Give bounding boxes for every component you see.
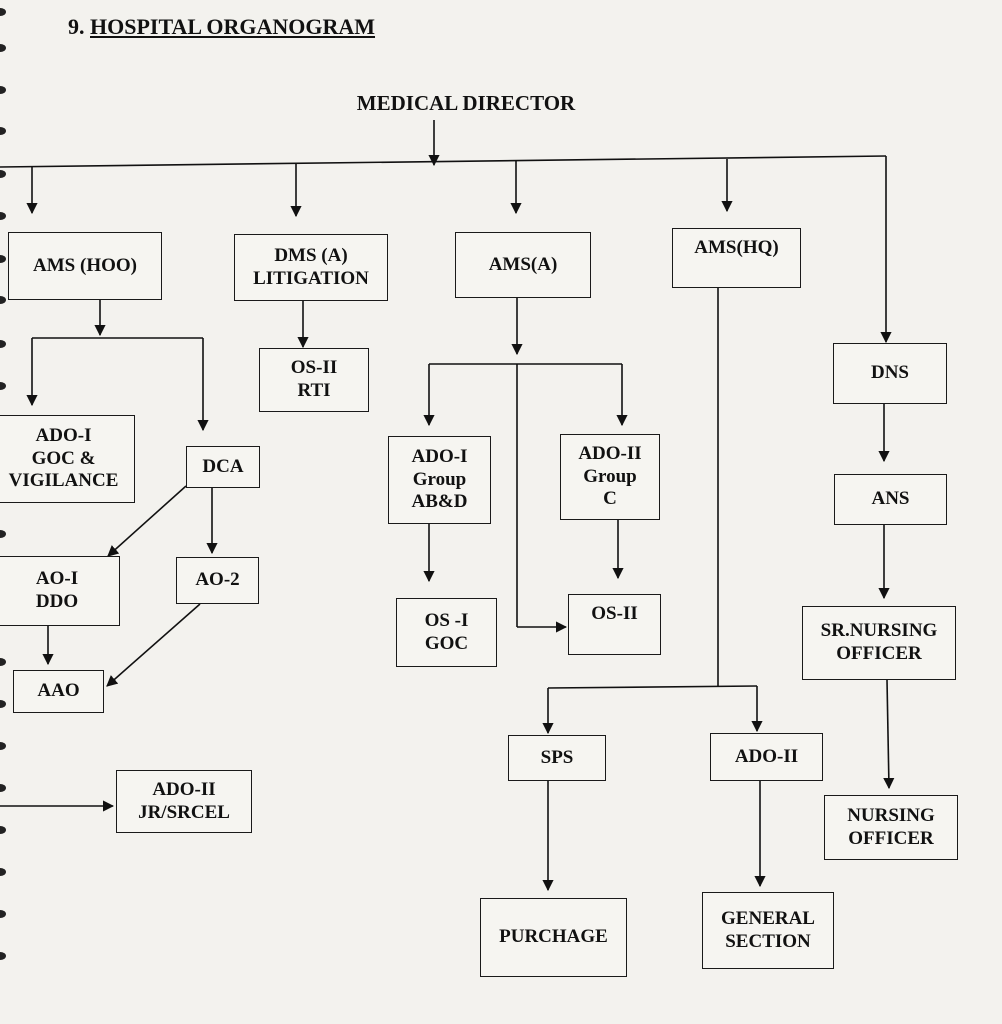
- node-ado2-jr-srcel: ADO-II JR/SRCEL: [116, 770, 252, 833]
- node-ams-hq: AMS(HQ): [672, 228, 801, 288]
- node-ans: ANS: [834, 474, 947, 525]
- node-general-section: GENERAL SECTION: [702, 892, 834, 969]
- node-ao2: AO-2: [176, 557, 259, 604]
- node-ams-a: AMS(A): [455, 232, 591, 298]
- node-dms-a-litigation: DMS (A) LITIGATION: [234, 234, 388, 301]
- node-nursing-officer: NURSING OFFICER: [824, 795, 958, 860]
- node-sr-nursing-officer: SR.NURSING OFFICER: [802, 606, 956, 680]
- node-ado2-group-c: ADO-II Group C: [560, 434, 660, 520]
- node-dca: DCA: [186, 446, 260, 488]
- node-os2: OS-II: [568, 594, 661, 655]
- node-ado2: ADO-II: [710, 733, 823, 781]
- node-ams-hoo: AMS (HOO): [8, 232, 162, 300]
- section-title: HOSPITAL ORGANOGRAM: [90, 14, 376, 39]
- node-os1-goc: OS -I GOC: [396, 598, 497, 667]
- page-title: 9. HOSPITAL ORGANOGRAM: [68, 14, 375, 40]
- section-number: 9.: [68, 14, 85, 39]
- node-aao: AAO: [13, 670, 104, 713]
- node-dns: DNS: [833, 343, 947, 404]
- node-ado1-goc-vigilance: ADO-I GOC & VIGILANCE: [0, 415, 135, 503]
- node-sps: SPS: [508, 735, 606, 781]
- node-purchage: PURCHAGE: [480, 898, 627, 977]
- node-ao1-ddo: AO-I DDO: [0, 556, 120, 626]
- node-medical-director: MEDICAL DIRECTOR: [356, 91, 576, 116]
- node-os2-rti: OS-II RTI: [259, 348, 369, 412]
- node-ado1-group-abd: ADO-I Group AB&D: [388, 436, 491, 524]
